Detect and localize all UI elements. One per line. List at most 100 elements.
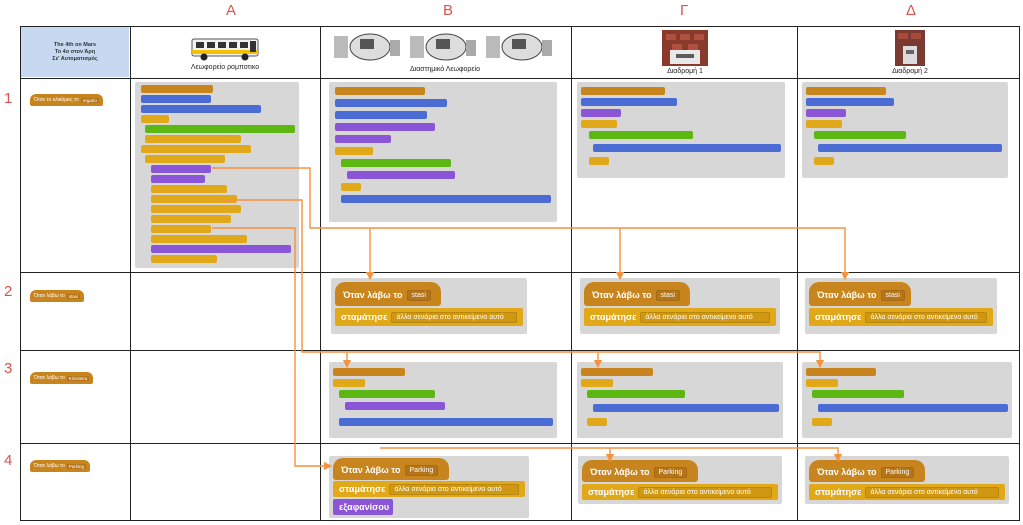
- sprite-thumbnail-route1[interactable]: Διαδρομή 1: [640, 30, 730, 75]
- script-block[interactable]: [151, 255, 217, 263]
- script-block[interactable]: [806, 98, 894, 106]
- stop-scripts-block[interactable]: σταμάτησε άλλα σενάρια στο αντικείμενο α…: [809, 308, 993, 326]
- message-dropdown[interactable]: Parking: [880, 466, 915, 478]
- script-block[interactable]: [339, 418, 553, 426]
- script-block[interactable]: [593, 404, 779, 412]
- script-block[interactable]: [581, 120, 617, 128]
- script-panel-b1: [329, 82, 557, 222]
- script-block[interactable]: [581, 87, 665, 95]
- script-block[interactable]: [806, 109, 846, 117]
- script-panel-c1: [577, 82, 785, 178]
- receive-parking-hat-block[interactable]: Όταν λάβω το Parking: [582, 460, 698, 482]
- stop-option-dropdown[interactable]: άλλα σενάρια στο αντικείμενο αυτό: [391, 311, 517, 323]
- script-block[interactable]: [145, 125, 295, 133]
- script-block[interactable]: [335, 123, 435, 131]
- script-block[interactable]: [587, 390, 685, 398]
- stop-option-dropdown[interactable]: άλλα σενάρια στο αντικείμενο αυτό: [865, 486, 999, 498]
- script-block[interactable]: [151, 205, 241, 213]
- script-block[interactable]: [151, 215, 231, 223]
- message-dropdown[interactable]: stasi: [655, 289, 680, 301]
- project-subtitle: Σε' Αυτοματισμός: [52, 55, 98, 62]
- message-dropdown[interactable]: stasi: [880, 289, 905, 301]
- script-block[interactable]: [151, 165, 211, 173]
- script-block[interactable]: [581, 109, 621, 117]
- script-block[interactable]: [806, 87, 886, 95]
- script-block[interactable]: [587, 418, 607, 426]
- script-block[interactable]: [814, 157, 834, 165]
- script-block[interactable]: [141, 85, 213, 93]
- script-block[interactable]: [347, 171, 455, 179]
- script-block[interactable]: [339, 390, 435, 398]
- receive-parking-hat-block[interactable]: Όταν λάβω το Parking: [809, 460, 925, 482]
- script-block[interactable]: [141, 105, 261, 113]
- script-block[interactable]: [818, 404, 1008, 412]
- script-block[interactable]: [812, 390, 904, 398]
- script-block[interactable]: [145, 135, 241, 143]
- stop-option-dropdown[interactable]: άλλα σενάρια στο αντικείμενο αυτό: [640, 311, 770, 323]
- script-block[interactable]: [141, 95, 211, 103]
- bus-icon: [191, 38, 259, 61]
- stop-scripts-block[interactable]: σταμάτησε άλλα σενάρια στο αντικείμενο α…: [333, 481, 525, 497]
- column-header-c: Γ: [680, 2, 689, 19]
- grid-divider: [320, 26, 321, 521]
- script-block[interactable]: [812, 418, 832, 426]
- receive-stasi-hat-block[interactable]: Όταν λάβω το stasi: [30, 290, 84, 302]
- stop-option-dropdown[interactable]: άλλα σενάρια στο αντικείμενο αυτό: [389, 483, 519, 495]
- script-block[interactable]: [341, 195, 551, 203]
- script-block[interactable]: [151, 175, 205, 183]
- script-block[interactable]: [335, 111, 427, 119]
- script-block[interactable]: [335, 135, 391, 143]
- hide-block[interactable]: εξαφανίσου: [333, 499, 393, 515]
- script-block[interactable]: [818, 144, 1002, 152]
- script-block[interactable]: [333, 379, 365, 387]
- script-block[interactable]: [151, 195, 237, 203]
- receive-parking-hat-block[interactable]: Όταν λάβω το Parking: [30, 460, 90, 472]
- script-block[interactable]: [341, 183, 361, 191]
- script-block[interactable]: [151, 245, 291, 253]
- script-panel-c3: [577, 362, 783, 438]
- script-block[interactable]: [141, 145, 251, 153]
- stop-scripts-block[interactable]: σταμάτησε άλλα σενάρια στο αντικείμενο α…: [809, 484, 1005, 500]
- script-block[interactable]: [335, 99, 447, 107]
- receive-stasi-hat-block[interactable]: Όταν λάβω το stasi: [335, 282, 441, 306]
- stop-option-dropdown[interactable]: άλλα σενάρια στο αντικείμενο αυτό: [865, 311, 987, 323]
- script-block[interactable]: [335, 87, 425, 95]
- script-block[interactable]: [806, 368, 876, 376]
- script-block[interactable]: [581, 379, 613, 387]
- script-block[interactable]: [151, 185, 227, 193]
- script-block[interactable]: [333, 368, 405, 376]
- message-dropdown[interactable]: stasi: [406, 289, 431, 301]
- script-block[interactable]: [581, 98, 677, 106]
- receive-stasi-hat-block[interactable]: Όταν λάβω το stasi: [809, 282, 911, 306]
- script-block[interactable]: [145, 155, 225, 163]
- stop-scripts-block[interactable]: σταμάτησε άλλα σενάρια στο αντικείμενο α…: [584, 308, 776, 326]
- green-flag-hat-block[interactable]: Όταν το κλικάρεις το σημαία: [30, 94, 103, 106]
- sprite-thumbnail-shuttle[interactable]: Διαστημικό Λεωφορείο: [325, 30, 565, 73]
- message-dropdown[interactable]: Parking: [404, 464, 439, 476]
- script-block[interactable]: [151, 235, 247, 243]
- script-block[interactable]: [593, 144, 781, 152]
- grid-divider: [20, 350, 1020, 351]
- sprite-thumbnail-route2[interactable]: Διαδρομή 2: [865, 30, 955, 75]
- script-block[interactable]: [151, 225, 211, 233]
- script-block[interactable]: [589, 157, 609, 165]
- script-block[interactable]: [581, 368, 653, 376]
- script-block[interactable]: [341, 159, 451, 167]
- receive-stasi-hat-block[interactable]: Όταν λάβω το stasi: [584, 282, 690, 306]
- hat-label: Όταν λάβω το: [592, 290, 652, 300]
- column-header-a: A: [226, 2, 237, 19]
- stop-scripts-block[interactable]: σταμάτησε άλλα σενάρια στο αντικείμενο α…: [335, 308, 523, 326]
- script-block[interactable]: [589, 131, 693, 139]
- script-block[interactable]: [814, 131, 906, 139]
- script-block[interactable]: [335, 147, 373, 155]
- receive-parking-hat-block[interactable]: Όταν λάβω το Parking: [333, 458, 449, 480]
- message-dropdown[interactable]: Parking: [653, 466, 688, 478]
- script-block[interactable]: [141, 115, 169, 123]
- stop-scripts-block[interactable]: σταμάτησε άλλα σενάρια στο αντικείμενο α…: [582, 484, 778, 500]
- sprite-thumbnail-bus[interactable]: Λεωφορείο ρομποτικο: [180, 36, 270, 71]
- script-block[interactable]: [806, 379, 838, 387]
- receive-kinisteira-hat-block[interactable]: Όταν λάβω το Kinisteira: [30, 372, 94, 384]
- stop-option-dropdown[interactable]: άλλα σενάρια στο αντικείμενο αυτό: [638, 486, 772, 498]
- script-block[interactable]: [345, 402, 445, 410]
- script-block[interactable]: [806, 120, 842, 128]
